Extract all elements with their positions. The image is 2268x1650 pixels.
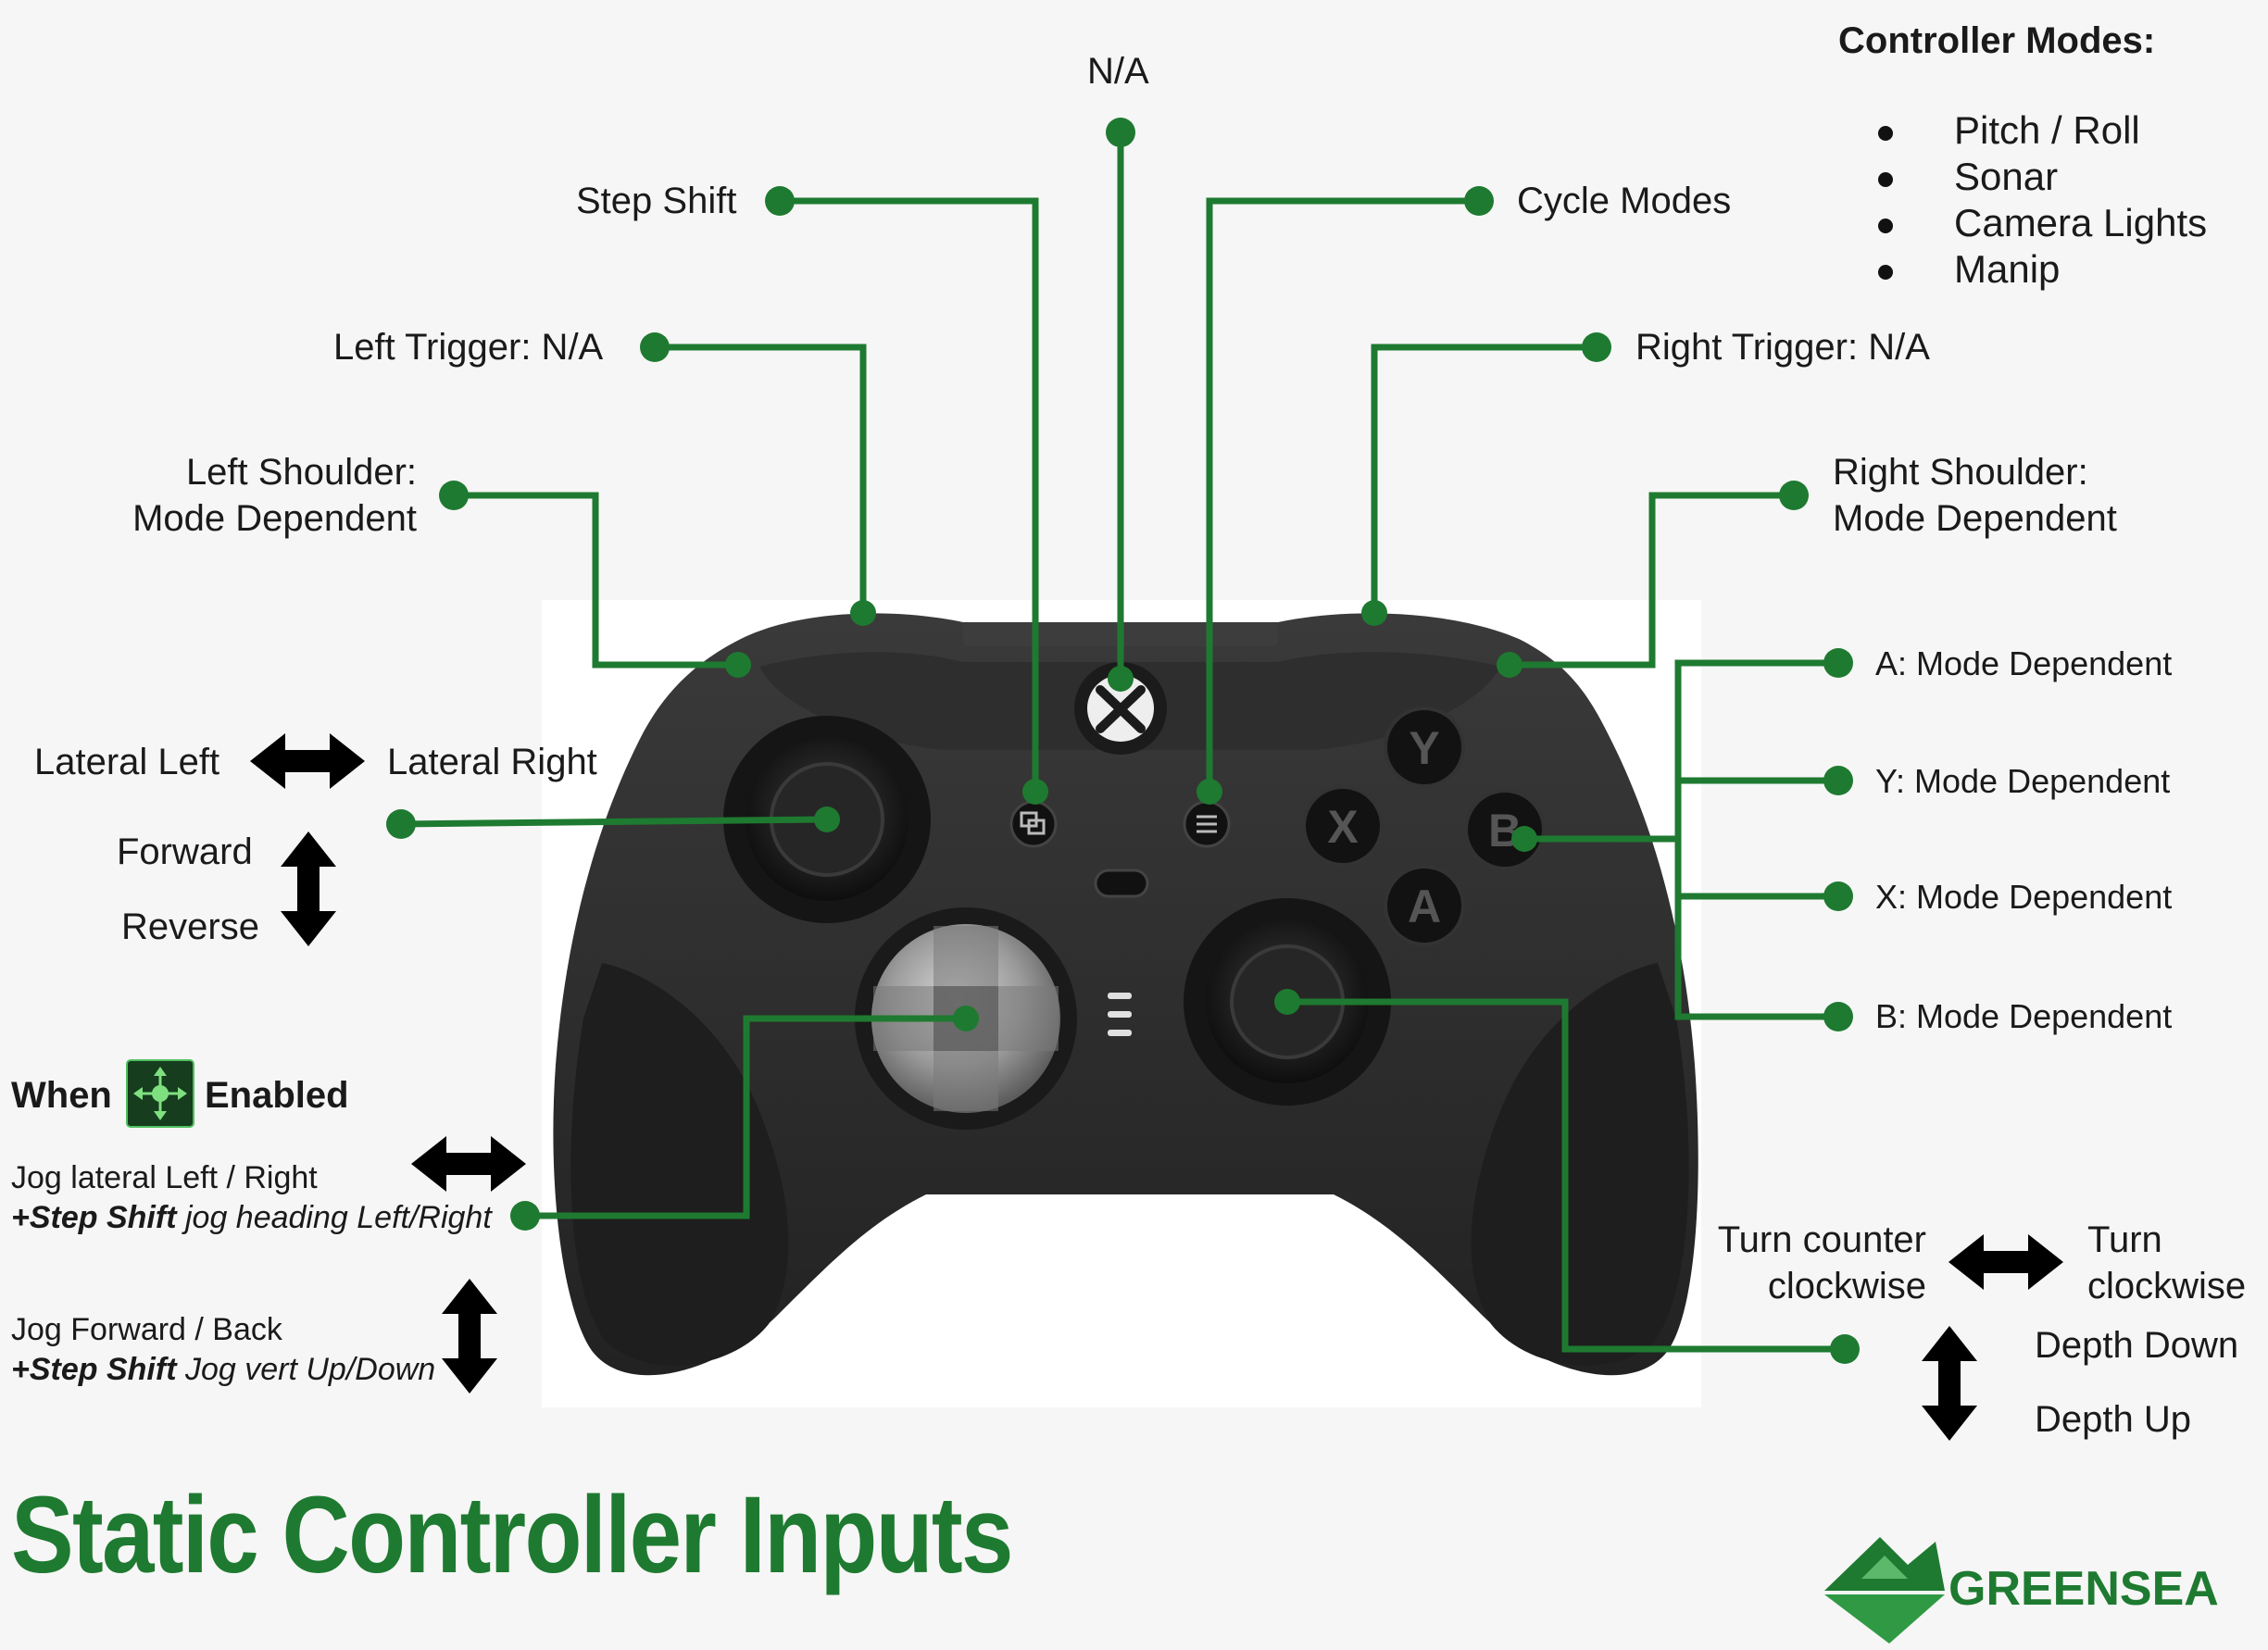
label-right-shoulder-line2: Mode Dependent [1833,498,2117,539]
label-jog-lateral-shift: +Step Shift jog heading Left/Right [11,1197,492,1238]
a-button [1384,865,1465,946]
jog-vert-text: Jog vert Up/Down [176,1352,436,1387]
leader-right-stick [1287,998,1845,1353]
lateral-arrow [250,733,365,789]
svg-text:X: X [1327,801,1358,853]
leader-left-trigger [655,344,867,613]
label-when: When [11,1075,112,1116]
face-buttons: Y X B A [1302,706,1546,946]
svg-text:Y: Y [1409,722,1439,774]
jog-forward-arrow [442,1279,497,1394]
controller-modes-list: Pitch / Roll Sonar Camera Lights Manip [1871,107,2207,293]
brand-name: GREENSEA [1948,1562,2219,1616]
label-top-na: N/A [1087,51,1149,92]
depth-arrow [1922,1326,1977,1441]
leader-right-shoulder [1510,492,1794,669]
profile-indicator [1108,993,1132,1036]
label-turn-cw-line2: clockwise [2087,1266,2247,1306]
mode-item: Manip [1871,246,2207,293]
label-left-shoulder: Left Shoulder: Mode Dependent [111,449,417,542]
forward-reverse-arrow [281,831,336,946]
label-lateral-right: Lateral Right [387,742,597,782]
label-left-shoulder-line2: Mode Dependent [132,498,417,539]
jog-lateral-arrow [411,1136,526,1192]
label-step-shift: Step Shift [576,181,737,221]
menu-icon [1197,815,1217,833]
leader-left-shoulder [454,492,738,669]
leader-step-shift [780,197,1039,792]
leader-left-stick [400,816,828,828]
label-right-trigger: Right Trigger: N/A [1635,327,1930,368]
leader-cycle-modes [1206,197,1479,792]
xbox-button [1074,662,1167,755]
label-y-button: Y: Mode Dependent [1875,762,2171,800]
step-shift-emphasis: +Step Shift [11,1200,177,1235]
jog-heading-text: jog heading Left/Right [176,1200,492,1235]
label-depth-up: Depth Up [2035,1399,2191,1440]
label-turn-cw-line1: Turn [2087,1219,2162,1260]
greensea-logo-icon [1824,1537,1945,1644]
label-depth-down: Depth Down [2035,1325,2239,1366]
label-left-trigger: Left Trigger: N/A [333,327,604,368]
label-turn-ccw: Turn counter clockwise [1648,1217,1926,1309]
label-turn-ccw-line1: Turn counter [1717,1219,1926,1260]
share-button [1094,869,1149,898]
turn-arrow [1948,1234,2063,1290]
label-left-shoulder-line1: Left Shoulder: [185,452,417,493]
label-forward: Forward [117,831,253,872]
leader-face-bracket [1674,659,1838,1020]
leader-lines [400,132,1845,1353]
arrows [250,733,2063,1441]
label-turn-ccw-line2: clockwise [1767,1266,1926,1306]
label-right-shoulder-line1: Right Shoulder: [1833,452,2088,493]
label-cycle-modes: Cycle Modes [1517,181,1732,221]
mode-item: Sonar [1871,154,2207,200]
label-turn-cw: Turn clockwise [2087,1217,2246,1309]
label-b-button: B: Mode Dependent [1875,997,2173,1035]
page-title: Static Controller Inputs [11,1474,1013,1596]
leader-dpad [525,1015,966,1219]
label-jog-forward-shift: +Step Shift Jog vert Up/Down [11,1349,435,1390]
mode-item: Pitch / Roll [1871,107,2207,154]
y-button [1384,706,1465,788]
label-lateral-left: Lateral Left [34,742,220,782]
label-reverse: Reverse [121,906,259,947]
svg-text:A: A [1408,881,1441,932]
label-x-button: X: Mode Dependent [1875,878,2173,916]
leader-right-trigger [1371,344,1597,613]
label-enabled: Enabled [205,1075,349,1116]
view-button [1009,800,1058,848]
jog-mode-icon [126,1059,194,1128]
label-right-shoulder: Right Shoulder: Mode Dependent [1833,449,2117,542]
controller-modes-title: Controller Modes: [1838,20,2156,61]
right-grip [1471,963,1689,1366]
left-grip [570,963,789,1366]
leader-dots [386,118,1860,1364]
view-icon [1020,811,1046,835]
label-jog-lateral: Jog lateral Left / Right [11,1160,318,1195]
step-shift-emphasis: +Step Shift [11,1352,177,1387]
mode-item: Camera Lights [1871,200,2207,246]
x-button [1302,785,1384,867]
label-jog-forward: Jog Forward / Back [11,1312,282,1347]
label-a-button: A: Mode Dependent [1875,644,2173,682]
